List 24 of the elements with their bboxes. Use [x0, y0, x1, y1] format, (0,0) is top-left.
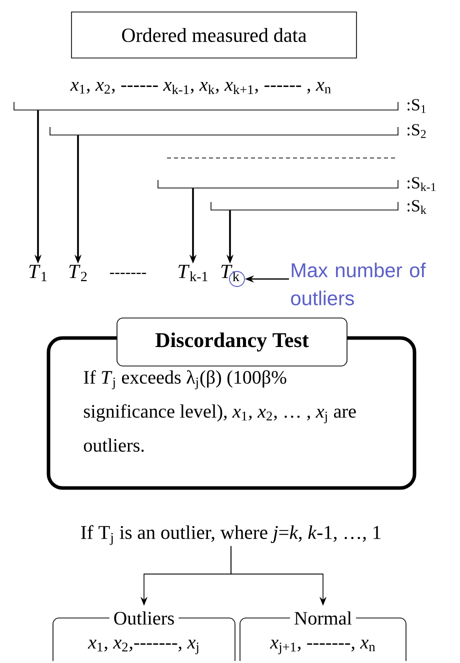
set-label: :S$_{1}$	[408, 99, 426, 113]
bracket	[158, 180, 398, 188]
bracket	[14, 102, 398, 110]
bracket	[210, 202, 398, 210]
group-box: Outliers x$_{1}$, x$_{2}$,-------, x$_{j}$	[52, 610, 236, 662]
set-label: :S$_{2}$	[408, 124, 426, 138]
formula-label: T$_{k}$	[221, 264, 240, 282]
condition-text: If T$_{j}$ is an outlier, where j=k, k-1, …, 1	[81, 525, 380, 545]
test-box: Discordancy Test If T$_{j}$ exceeds λ$_{j}$(β) (100β% significance level), x$_{1}$, x$_{2}$, … , x$_{j}$ are outliers.	[46, 318, 416, 490]
annotation-text: Max number of outliers	[291, 262, 426, 306]
node-label: x$_{j+1}$, -------, x$_{n}$	[270, 640, 376, 654]
set-label: :S$_{k-1}$	[408, 177, 436, 191]
node-label: x$_{1}$, x$_{2}$,-------, x$_{j}$	[88, 640, 198, 654]
ellipsis-dashes: -------	[110, 272, 146, 274]
data-sequence: x$_{1}$, x$_{2}$, ------ x$_{k-1}$, x$_{k}$, x$_{k+1}$, ------ , x$_{n}$	[70, 82, 331, 94]
node-label: Outliers	[114, 611, 174, 625]
node-label: Normal	[294, 611, 352, 625]
formula-label: T$_{1}$	[29, 264, 47, 282]
set-label: :S$_{k}$	[408, 200, 426, 214]
group-box: Normal x$_{j+1}$, -------, x$_{n}$	[240, 610, 406, 662]
bracket	[50, 126, 398, 136]
formula-label: T$_{2}$	[69, 264, 87, 282]
title-box: Ordered measured data	[71, 12, 357, 58]
formula-label: T$_{k-1}$	[178, 264, 208, 282]
